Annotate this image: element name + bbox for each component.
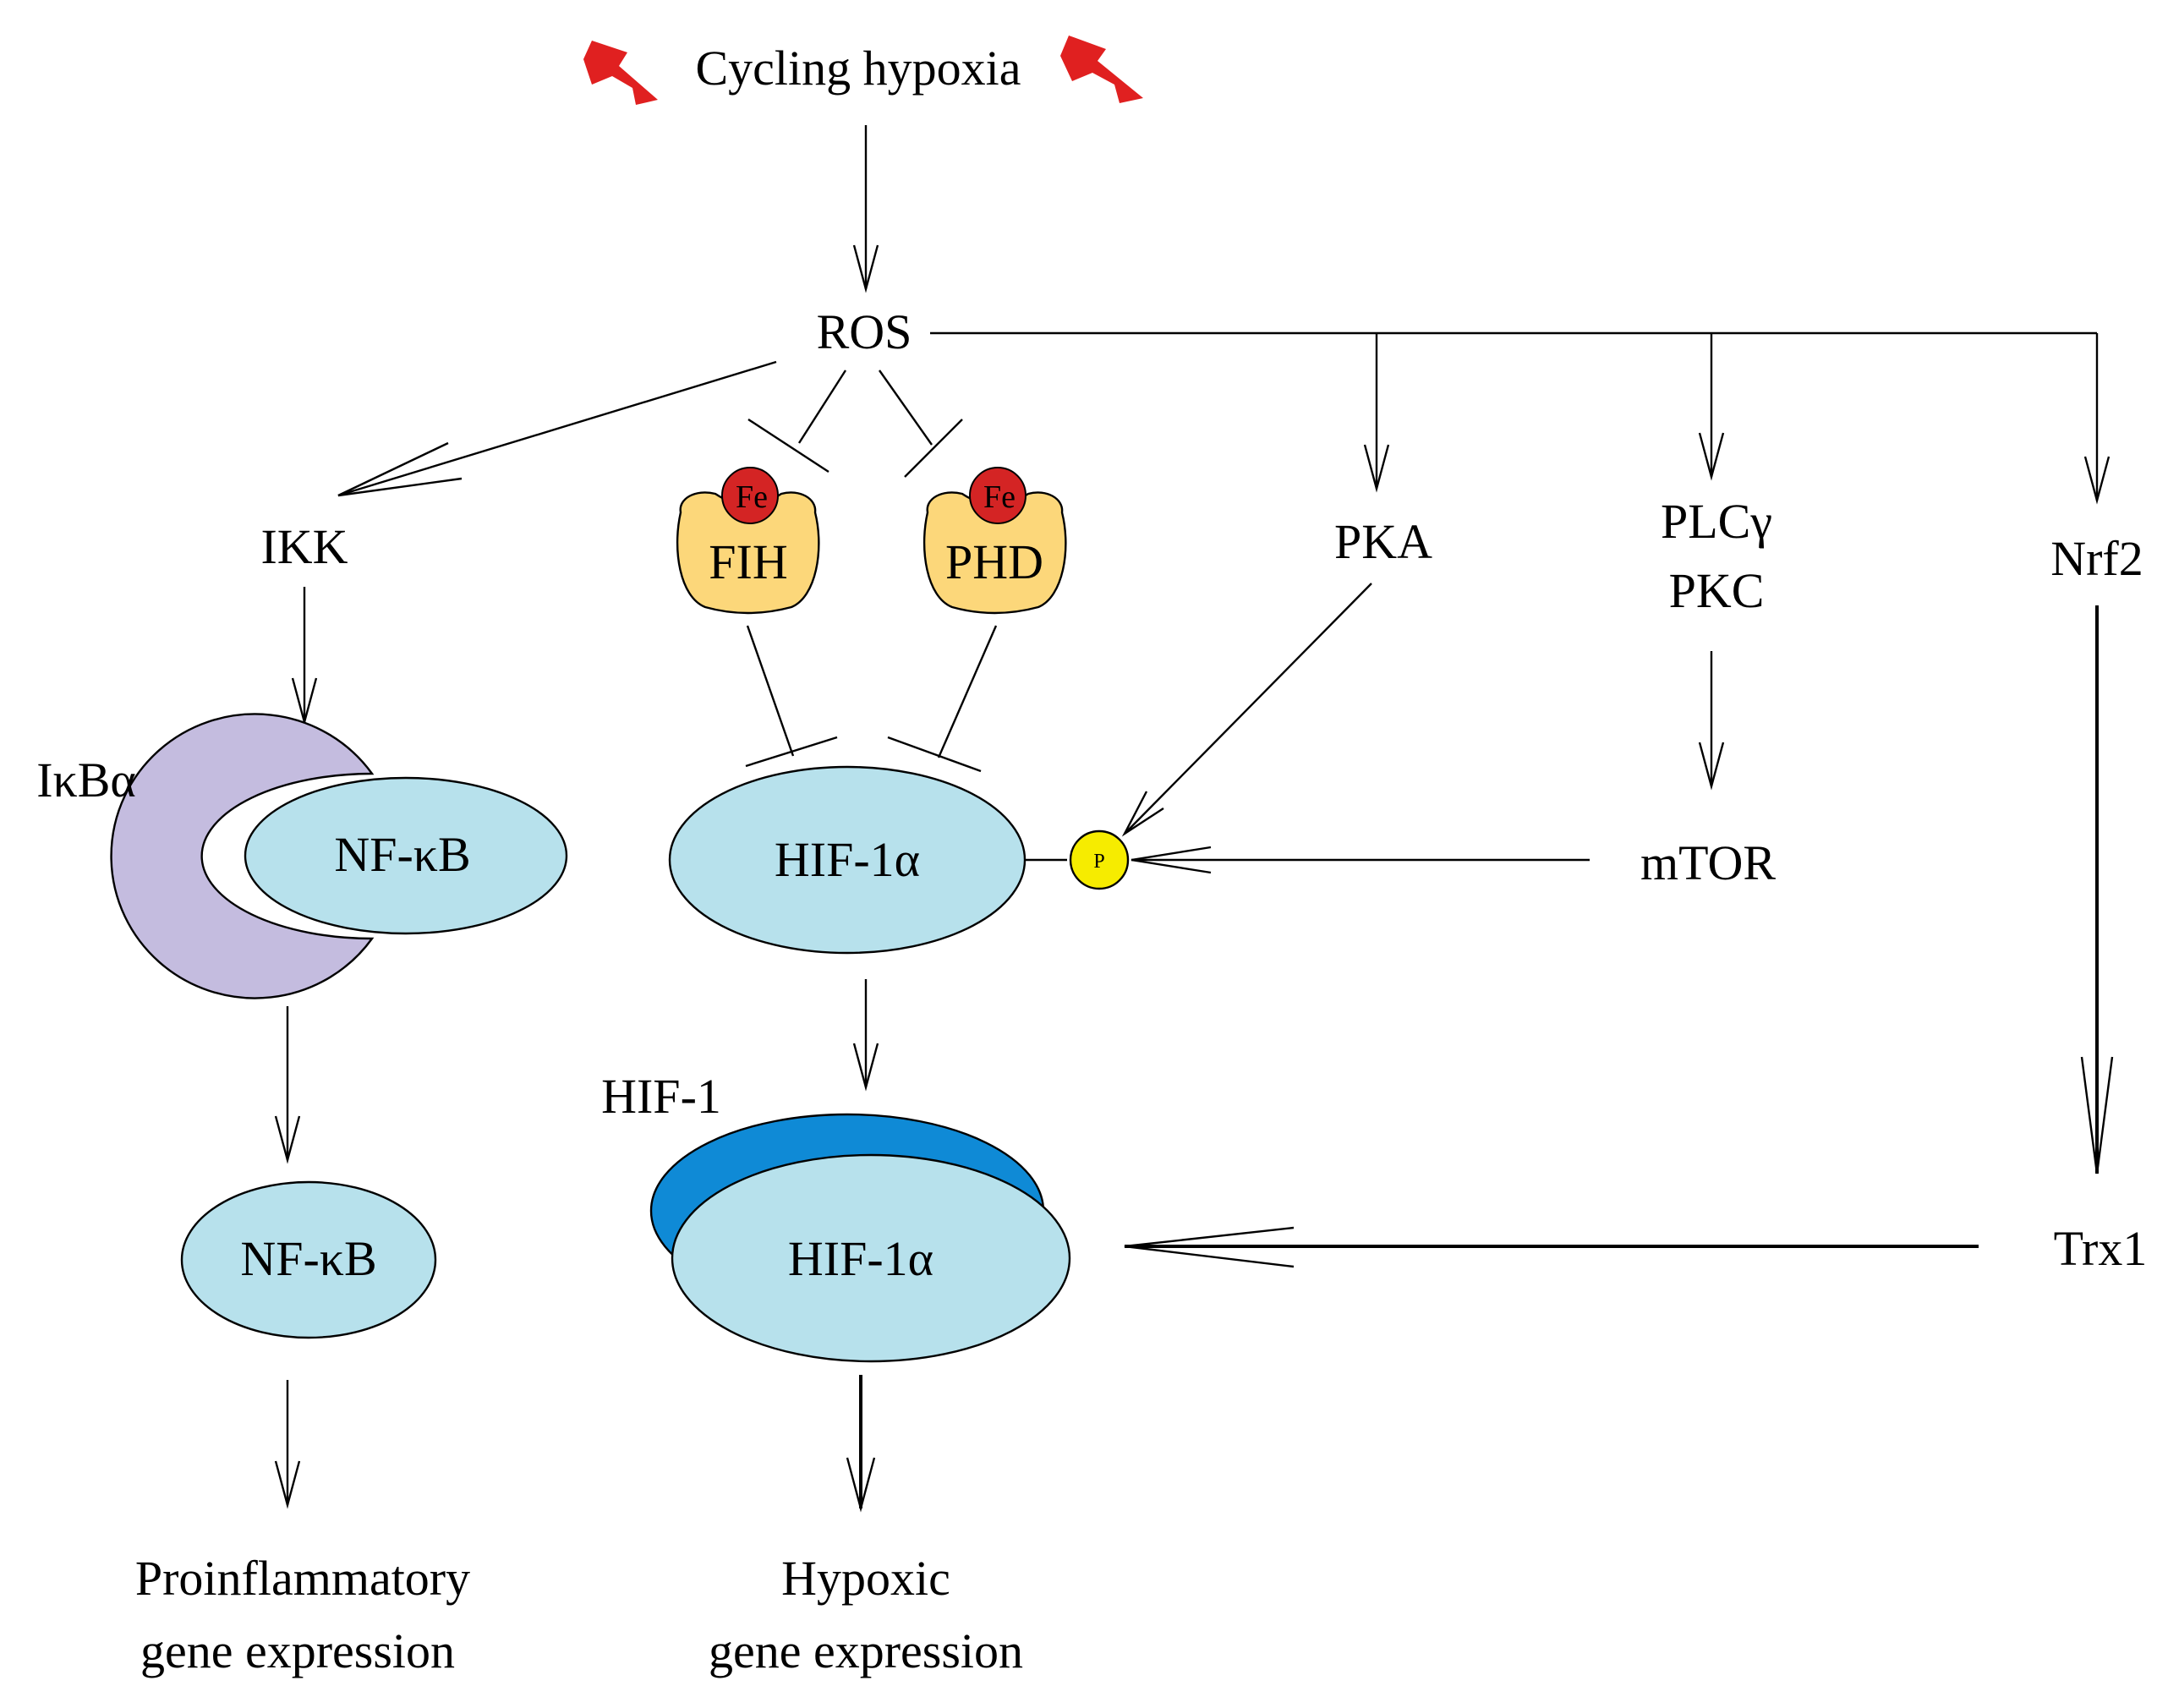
lightning-bolt-icon — [1060, 36, 1143, 103]
arrow-ros-to-plcg — [1698, 333, 1725, 481]
fe-ion: Fe — [721, 467, 779, 524]
arrow-pkc-to-mtor — [1698, 651, 1725, 791]
ikk-label: IKK — [260, 519, 348, 574]
arrow-hif1-to-hypoxic — [846, 1375, 876, 1513]
inhibition-fih-to-hif1a — [745, 625, 838, 768]
ikba-nfkb-complex: NF-κB — [110, 713, 568, 999]
arrow-nrf2-to-trx1 — [2080, 605, 2114, 1174]
phd-label: PHD — [945, 534, 1043, 589]
arrow-mtor-to-phosphorylation — [1131, 846, 1590, 874]
arrow-complex-to-nfkb — [274, 1006, 301, 1164]
ros-label: ROS — [817, 304, 912, 359]
nrf2-label: Nrf2 — [2050, 531, 2143, 586]
arrow-ros-to-pka — [1363, 333, 1390, 493]
nfkb-complex-label: NF-κB — [334, 827, 470, 882]
hif1a-subunit: HIF-1α — [668, 765, 1027, 955]
fe-label: Fe — [736, 479, 768, 515]
hypoxic-label-line2: gene expression — [709, 1623, 1023, 1678]
inhibition-ros-to-fih — [747, 370, 847, 474]
arrow-hypoxia-to-ros — [852, 125, 879, 293]
arrow-ros-to-nrf2 — [2083, 333, 2111, 505]
pkc-label: PKC — [1669, 563, 1765, 618]
phd-enzyme: PHD — [922, 491, 1067, 615]
arrow-nfkb-to-proinflammatory — [274, 1380, 301, 1509]
mtor-label: mTOR — [1640, 835, 1776, 890]
fe-ion: Fe — [969, 467, 1027, 524]
hif1-complex: HIF-1α — [649, 1113, 1071, 1363]
trx1-label: Trx1 — [2054, 1221, 2148, 1276]
p-label: P — [1093, 851, 1104, 873]
hif1-label: HIF-1 — [601, 1069, 721, 1124]
arrow-pka-to-phosphorylation — [1121, 583, 1372, 837]
arrow-hif1a-to-hif1 — [852, 979, 879, 1092]
arrow-trx1-to-hif1 — [1124, 1226, 1979, 1268]
proinflammatory-label-line2: gene expression — [140, 1623, 455, 1678]
pka-label: PKA — [1334, 514, 1432, 569]
ikba-label: IκBα — [36, 753, 136, 807]
hif1a-top-label: HIF-1α — [775, 832, 920, 887]
phosphate-group: P — [1069, 829, 1130, 890]
proinflammatory-label-line1: Proinflammatory — [135, 1551, 470, 1606]
inhibition-ros-to-phd — [879, 370, 963, 478]
arrow-ros-to-ikk — [337, 360, 777, 497]
fih-label: FIH — [709, 534, 787, 589]
arrow-ikk-to-ikba — [291, 587, 318, 726]
hypoxic-label-line1: Hypoxic — [781, 1551, 950, 1606]
plcg-label: PLCγ — [1661, 494, 1772, 549]
fih-enzyme: FIH — [676, 491, 820, 615]
nfkb-label: NF-κB — [240, 1231, 376, 1286]
nfkb-node: NF-κB — [180, 1180, 437, 1339]
inhibition-phd-to-hif1a — [887, 625, 998, 773]
cycling-hypoxia-label: Cycling hypoxia — [695, 41, 1021, 96]
fe-label: Fe — [983, 479, 1016, 515]
lightning-bolt-icon — [583, 41, 658, 105]
hif1a-bottom-label: HIF-1α — [788, 1231, 933, 1286]
